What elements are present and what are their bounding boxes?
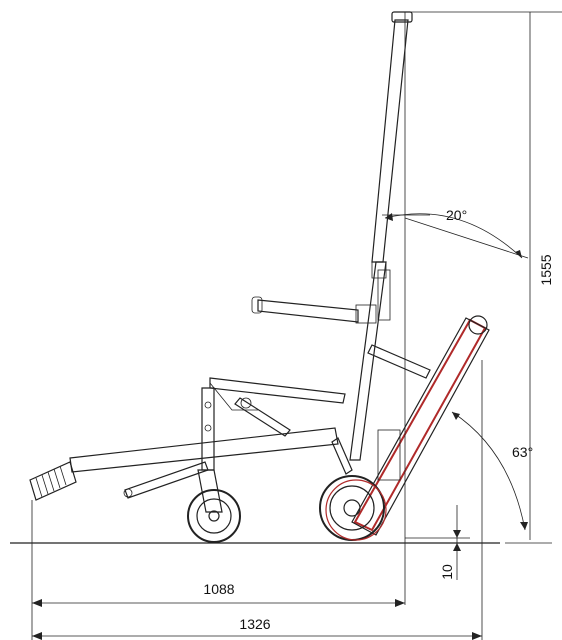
footrest-grip [29,461,77,501]
clearance-label: 10 [439,564,455,580]
backrest-angle-label: 20° [446,207,467,223]
dim-angle-backrest: 20° [382,207,529,259]
dim-angle-track: 63° [451,411,533,531]
caster-wheel [187,489,241,543]
rear-wheel [319,475,387,541]
dim-height: 1555 [404,11,562,605]
dim-clearance: 10 [405,505,470,580]
track-unit [351,315,490,536]
dim-length-overall: 1326 [32,360,483,640]
height-label: 1555 [538,254,554,285]
track-angle-label: 63° [512,444,533,460]
dim-length-inner: 1088 [31,500,405,640]
chair-frame [29,11,431,513]
overall-length-label: 1326 [239,616,270,632]
inner-length-label: 1088 [203,581,234,597]
